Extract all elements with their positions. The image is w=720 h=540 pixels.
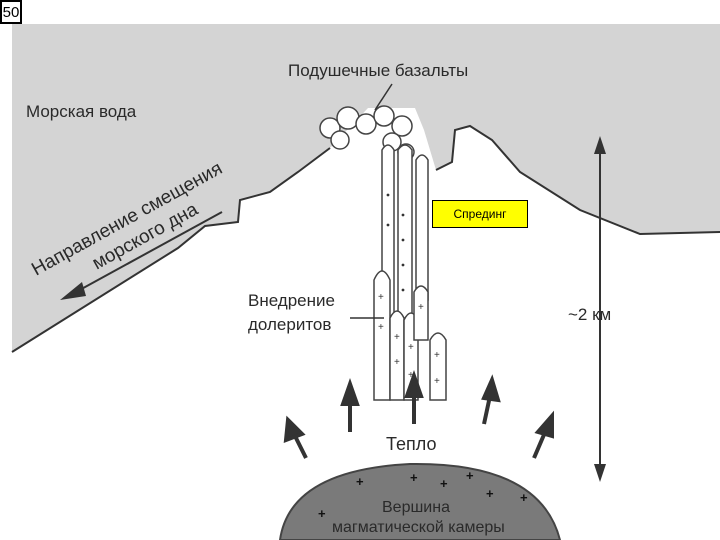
spreading-arrow-line xyxy=(75,211,223,293)
sea-water-area xyxy=(12,24,720,352)
magma-plus-marks: + + + + + + + xyxy=(318,468,528,521)
depth-label: ~2 км xyxy=(568,305,611,324)
slide-number: 50 xyxy=(0,0,22,24)
svg-text:+: + xyxy=(466,468,474,483)
depth-arrow-head-top xyxy=(594,136,606,154)
depth-arrow-head-bottom xyxy=(594,464,606,482)
svg-text:+: + xyxy=(486,486,494,501)
svg-text:+: + xyxy=(394,357,400,368)
spreading-highlight-box: Спрединг xyxy=(432,200,528,228)
heat-label: Тепло xyxy=(386,434,436,454)
spreading-arrow-head xyxy=(60,282,86,300)
svg-text:+: + xyxy=(378,322,384,333)
svg-text:+: + xyxy=(318,506,326,521)
svg-text:+: + xyxy=(394,332,400,343)
dolerites-label-1: Внедрение xyxy=(248,291,335,310)
magma-chamber xyxy=(278,462,562,540)
svg-text:+: + xyxy=(408,342,414,353)
svg-text:+: + xyxy=(408,370,414,381)
svg-text:+: + xyxy=(520,490,528,505)
svg-text:+: + xyxy=(434,350,440,361)
dike-dots xyxy=(386,193,405,292)
svg-text:+: + xyxy=(410,470,418,485)
sea-water-label: Морская вода xyxy=(26,102,137,121)
svg-text:+: + xyxy=(356,474,364,489)
heat-arrows-icon xyxy=(283,369,554,459)
svg-text:+: + xyxy=(418,302,424,313)
seafloor-outline xyxy=(11,124,720,353)
dolerites-label-2: долеритов xyxy=(248,315,331,334)
intrusion-plus-marks: + + + + + + + + + xyxy=(378,292,440,387)
pillow-basalts-label: Подушечные базальты xyxy=(288,61,468,80)
magma-chamber-label-2: магматической камеры xyxy=(332,519,505,536)
magma-chamber-label-1: Вершина xyxy=(382,499,450,516)
svg-text:+: + xyxy=(434,376,440,387)
svg-text:+: + xyxy=(378,292,384,303)
basalts-leader-line xyxy=(374,83,393,111)
dolerite-intrusions xyxy=(373,270,447,401)
svg-text:+: + xyxy=(440,476,448,491)
